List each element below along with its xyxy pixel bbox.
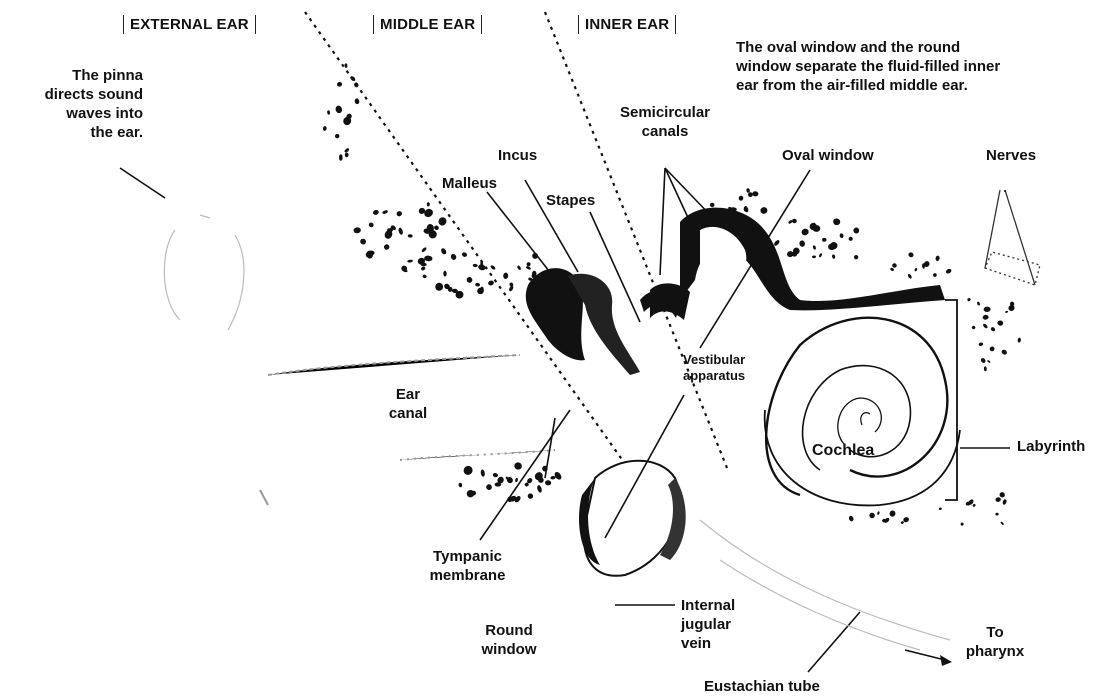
- pinna-note: The pinna directs sound waves into the e…: [20, 66, 143, 142]
- ossicles: [526, 268, 680, 375]
- round-window-label: Round window: [474, 621, 544, 659]
- malleus-label: Malleus: [442, 174, 497, 193]
- to-pharynx-label: To pharynx: [955, 623, 1035, 661]
- internal-jugular-vein-label: Internal jugular vein: [681, 596, 735, 653]
- vestibular-apparatus-label: Vestibular apparatus: [683, 352, 745, 384]
- ear-canal-label: Ear canal: [378, 385, 438, 423]
- eustachian-tube-label: Eustachian tube: [704, 677, 820, 696]
- round-window-region: [579, 461, 686, 576]
- cochlea-spiral: [765, 318, 960, 506]
- stapes-label: Stapes: [546, 191, 595, 210]
- semicircular-canals: [650, 208, 945, 320]
- cochlea-label: Cochlea: [812, 441, 874, 460]
- external-ear-header: EXTERNAL EAR: [123, 15, 256, 34]
- nerves-label: Nerves: [986, 146, 1036, 165]
- labyrinth-label: Labyrinth: [1017, 437, 1085, 456]
- oval-window-label: Oval window: [782, 146, 874, 165]
- incus-label: Incus: [498, 146, 537, 165]
- nerves-bundle: [985, 190, 1040, 285]
- eustachian-tube: [700, 520, 950, 650]
- pharynx-arrowhead: [940, 655, 952, 666]
- tympanic-membrane-label: Tympanic membrane: [420, 547, 515, 585]
- window-note: The oval window and the round window sep…: [736, 38, 1000, 95]
- middle-ear-header: MIDDLE EAR: [373, 15, 482, 34]
- leader-lines: [120, 168, 1010, 672]
- pinna-outline: [164, 215, 244, 330]
- inner-ear-header: INNER EAR: [578, 15, 676, 34]
- semicircular-canals-label: Semicircular canals: [595, 103, 735, 141]
